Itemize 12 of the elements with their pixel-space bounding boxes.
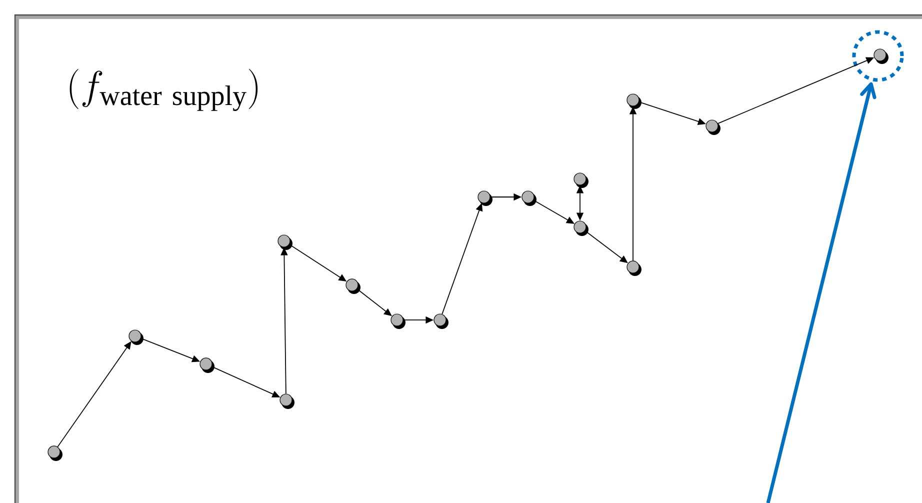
point-marker [390, 314, 406, 329]
point-marker [874, 48, 888, 64]
formula-label: $(f_{\mathrm{water\ supply}})$ [70, 69, 258, 111]
point-marker [478, 190, 492, 206]
point-marker [280, 394, 294, 409]
point-marker [128, 330, 144, 345]
point-marker [706, 120, 720, 135]
point-marker [626, 260, 642, 276]
arrow [766, 82, 876, 503]
point-marker [200, 358, 214, 373]
point-marker [346, 278, 360, 294]
point-marker [48, 446, 62, 461]
